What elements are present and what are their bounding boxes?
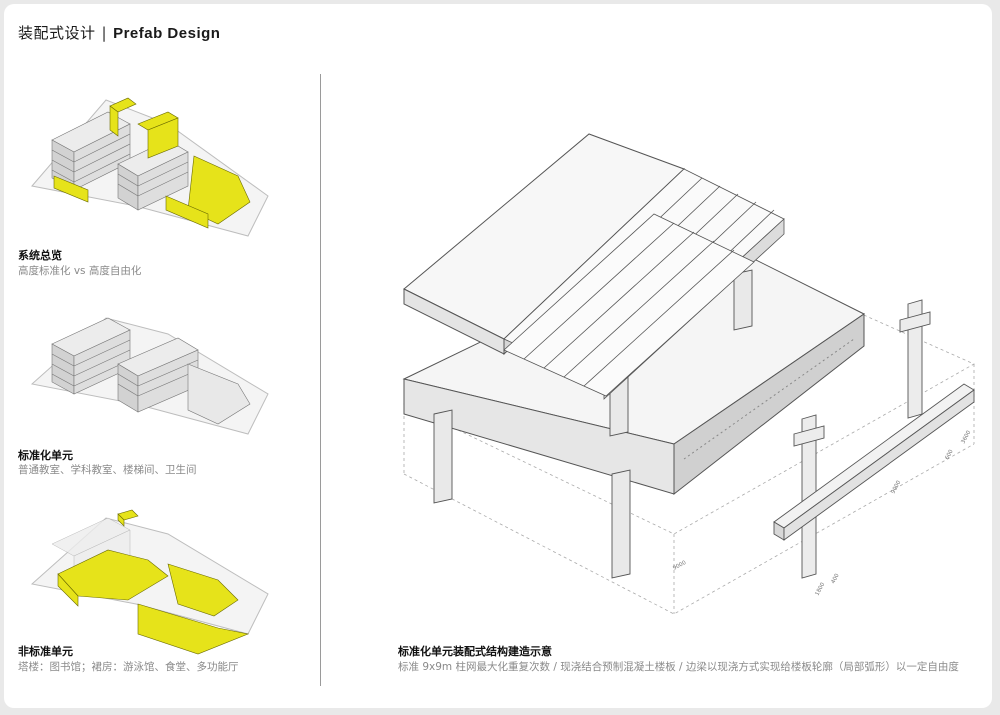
title-cn: 装配式设计 <box>18 24 96 42</box>
dim-beam-b: 1800 <box>814 581 826 597</box>
standard-units-diagram <box>30 317 269 435</box>
vertical-divider <box>320 74 321 686</box>
panel-3-subtitle: 塔楼：图书馆；裙房：游泳馆、食堂、多功能厅 <box>18 661 239 673</box>
title-separator: | <box>101 24 108 42</box>
dropped-planks <box>503 213 755 397</box>
massing-gray <box>51 317 251 425</box>
dim-span-y: 9000 <box>890 479 902 495</box>
dim-beam-a: 400 <box>830 572 840 585</box>
panel-3-title: 非标准单元 <box>18 645 73 658</box>
dim-slab: 600 <box>944 448 954 461</box>
page: 装配式设计 | Prefab Design 系统总览 <box>4 4 992 708</box>
massing-yellow <box>57 509 250 655</box>
main-diagram-subtitle: 标准 9x9m 柱网最大化重复次数 / 现浇结合预制混凝土楼板 / 边梁以现浇方… <box>398 661 959 673</box>
non-standard-units-diagram <box>30 509 269 655</box>
dim-span-x: 9000 <box>672 560 688 572</box>
page-title: 装配式设计 | Prefab Design <box>18 22 220 43</box>
system-overview-diagram <box>31 97 269 237</box>
title-en: Prefab Design <box>113 25 221 42</box>
panel-1-subtitle: 高度标准化 vs 高度自由化 <box>18 265 142 277</box>
dimension-box <box>403 243 975 615</box>
precast-column-units <box>773 299 975 579</box>
panel-2-subtitle: 普通教室、学科教室、楼梯间、卫生间 <box>18 464 197 476</box>
main-diagram-title: 标准化单元装配式结构建造示意 <box>398 645 552 658</box>
panel-2-title: 标准化单元 <box>18 449 73 462</box>
panel-1-title: 系统总览 <box>18 249 62 262</box>
structure-isometric-diagram: 9000 9000 3600 600 400 1800 <box>402 133 975 615</box>
dim-floor-h: 3600 <box>960 429 972 445</box>
massing-yellow <box>53 97 251 229</box>
